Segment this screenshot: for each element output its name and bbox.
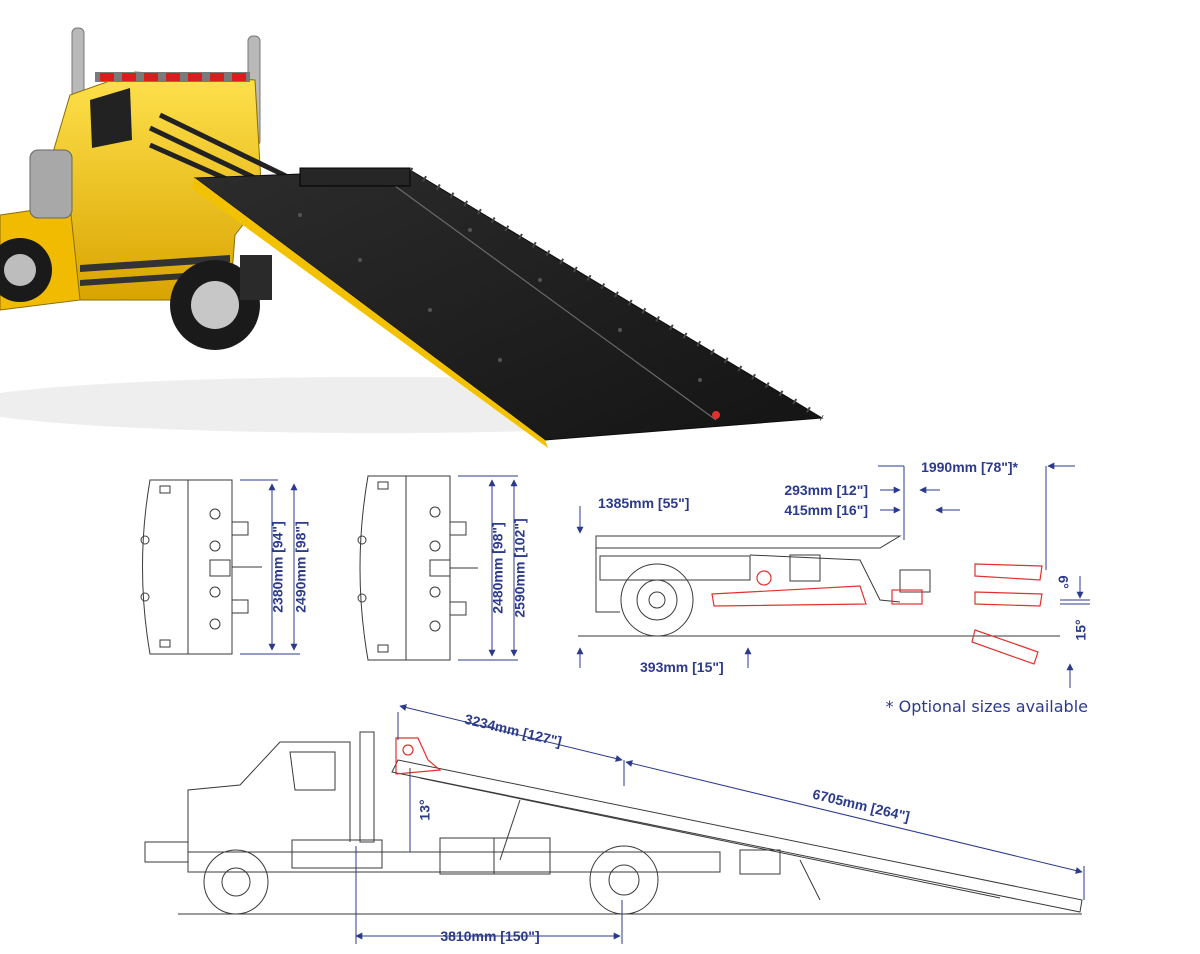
angle-6: 6° (1055, 575, 1071, 588)
dim-1990: 1990mm [78"]* (921, 459, 1018, 475)
end-view-left-dimensions (240, 479, 300, 655)
dim-393: 393mm [15"] (640, 659, 724, 675)
truck-render (0, 27, 824, 448)
dim-2490: 2490mm [98"] (293, 521, 309, 612)
angle-15: 15° (1073, 619, 1089, 640)
optional-sizes-note: * Optional sizes available (886, 697, 1088, 716)
side-view-red-parts (395, 737, 442, 775)
rear-detail-drawing (578, 535, 1060, 637)
dim-415: 415mm [16"] (784, 502, 868, 518)
dim-293: 293mm [12"] (784, 482, 868, 498)
dim-2590: 2590mm [102"] (512, 518, 528, 617)
dim-3234: 3234mm [127"] (463, 711, 563, 750)
dim-3810: 3810mm [150"] (440, 928, 539, 944)
end-view-right (357, 475, 478, 661)
side-view-dimensions (355, 704, 1085, 944)
dim-1385: 1385mm [55"] (598, 495, 689, 511)
rear-detail-dimensions (576, 462, 1090, 688)
dim-2480: 2480mm [98"] (490, 522, 506, 613)
side-view-drawing (144, 731, 1083, 915)
dim-2380: 2380mm [94"] (270, 521, 286, 612)
angle-13: 13° (417, 799, 433, 820)
end-view-right-dimensions (458, 475, 518, 661)
rear-detail-red-parts (711, 563, 1043, 665)
end-view-left (140, 479, 262, 655)
